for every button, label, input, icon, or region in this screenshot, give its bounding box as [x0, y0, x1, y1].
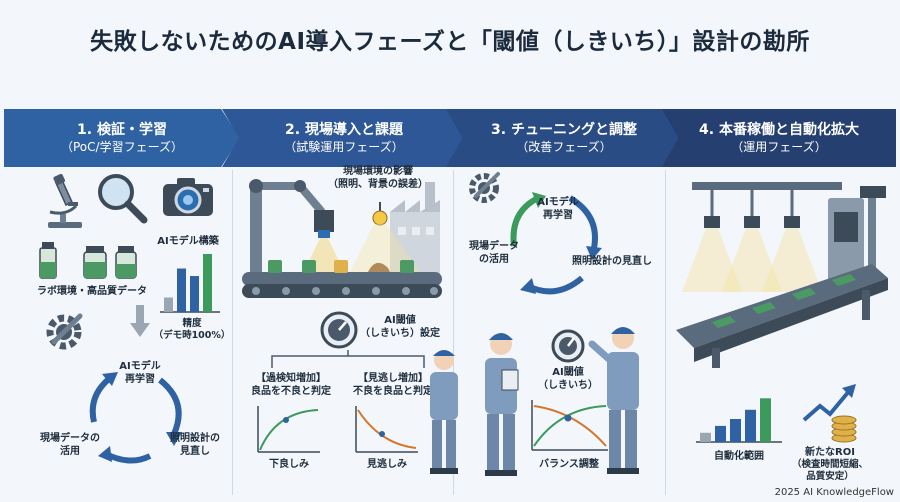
miss-detection-desc: 不良を良品と判定: [353, 386, 433, 397]
roi-growth-icon: [802, 384, 857, 443]
bar: [164, 297, 173, 312]
tuning-cycle-diagram: [510, 192, 602, 295]
cycle-field-data-label: 現場データの: [40, 433, 100, 444]
phase-3-title: 3. チューニングと調整: [491, 122, 637, 138]
cycle-lighting-label: 照明設計の見直し: [572, 256, 652, 267]
cycle-field-data-label-2: の活用: [479, 254, 509, 265]
ai-threshold-setting-label: （しきいち）設定: [360, 328, 440, 339]
bar: [190, 276, 199, 312]
cycle-retrain-label-2: 再学習: [125, 374, 155, 385]
automation-bar-chart: [696, 398, 782, 443]
branch-bracket: [271, 350, 425, 368]
bar: [177, 268, 186, 312]
camera-icon: [163, 178, 213, 216]
column-divider: [665, 170, 666, 495]
cycle-retrain-label: AIモデル: [119, 361, 161, 372]
ai-threshold-label: AI閾値: [384, 315, 416, 326]
phase-3-subtitle: （改善フェーズ）: [516, 140, 612, 154]
phase-4-subtitle: （運用フェーズ）: [731, 140, 827, 154]
down-arrow-icon: [130, 305, 150, 337]
phase-1-title: 1. 検証・学習: [77, 122, 167, 138]
lab-environment-label: ラボ環境・高品質データ: [37, 286, 147, 297]
ai-threshold-label: AI閾値: [552, 367, 584, 378]
sample-jars-icon: [39, 242, 137, 279]
field-environment-label: 現場環境の影響: [343, 166, 413, 177]
ai-threshold-reading-label: （しきいち）: [538, 380, 598, 391]
cycle-field-data-label: 現場データ: [469, 241, 519, 252]
bar: [700, 432, 711, 442]
roi-detail-label-2: 品質安定）: [806, 471, 854, 482]
phase-1-subtitle: （PoC/学習フェーズ）: [61, 140, 183, 154]
page-title: 失敗しないためのAI導入フェーズと「閾値（しきいち）」設計の勘所: [90, 29, 810, 55]
bar: [760, 398, 771, 442]
cycle-lighting-label-2: 見直し: [180, 446, 210, 457]
phase-2-subtitle: （試験運用フェーズ）: [284, 140, 404, 154]
over-detection-desc: 良品を不良と判定: [251, 386, 331, 397]
threshold-dial-icon: [551, 329, 585, 363]
cycle-retrain-label: AIモデル: [537, 197, 579, 208]
improvement-cycle-diagram: [89, 372, 182, 464]
threshold-dial-icon: [320, 311, 358, 349]
bar: [203, 254, 212, 312]
balance-adjust-label: バランス調整: [539, 459, 599, 470]
gear-wrench-icon: [469, 172, 500, 203]
factory-conveyor-illustration: [242, 179, 442, 298]
over-detection-chart-label: 下良しみ: [269, 459, 309, 470]
magnifier-icon: [98, 174, 148, 224]
column-divider: [232, 170, 233, 495]
over-detection-title: 【過検知増加】: [256, 373, 326, 384]
roi-detail-label: （検査時間短縮、: [791, 459, 868, 470]
phase-4-title: 4. 本番稼働と自動化拡大: [699, 122, 859, 138]
automated-conveyor-illustration: [676, 182, 888, 368]
accuracy-label: 精度: [182, 318, 202, 329]
cycle-field-data-label-2: 活用: [60, 446, 80, 457]
miss-detection-curve-chart: [355, 406, 418, 453]
worker-adjusting-icon: [588, 327, 639, 474]
cycle-lighting-label: 照明設計の: [170, 433, 220, 444]
phase-1-header: 1. 検証・学習 （PoC/学習フェーズ）: [4, 109, 240, 167]
bar: [715, 425, 726, 442]
phase-2-title: 2. 現場導入と課題: [285, 122, 403, 138]
balance-curve-chart: [531, 400, 608, 451]
bar: [730, 419, 741, 442]
miss-detection-chart-label: 見逃しみ: [367, 459, 407, 470]
automation-scope-label: 自動化範囲: [714, 451, 764, 462]
gear-wrench-icon: [46, 313, 83, 350]
phase-2-header: 2. 現場導入と課題 （試験運用フェーズ）: [222, 109, 466, 167]
over-detection-curve-chart: [257, 406, 320, 453]
phase-4-header: 4. 本番稼働と自動化拡大 （運用フェーズ）: [662, 109, 896, 167]
ai-model-build-label: AIモデル構築: [157, 236, 219, 247]
worker-confused-icon: [430, 350, 458, 474]
phase-bar: 1. 検証・学習 （PoC/学習フェーズ） 2. 現場導入と課題 （試験運用フェ…: [4, 109, 896, 167]
microscope-icon: [48, 173, 82, 228]
cycle-retrain-label-2: 再学習: [543, 210, 573, 221]
footer-credit: 2025 AI KnowledgeFlow: [774, 487, 894, 498]
accuracy-demo-label: （デモ時100%）: [153, 330, 231, 341]
miss-detection-title: 【見逃し増加】: [358, 373, 428, 384]
accuracy-bar-chart: [160, 254, 220, 313]
new-roi-label: 新たなROI: [805, 447, 855, 458]
worker-clipboard-icon: [485, 333, 519, 476]
phase-3-header: 3. チューニングと調整 （改善フェーズ）: [446, 109, 682, 167]
field-environment-detail: （照明、背景の誤差）: [328, 179, 428, 190]
bar: [745, 409, 756, 442]
column-divider: [453, 170, 454, 495]
